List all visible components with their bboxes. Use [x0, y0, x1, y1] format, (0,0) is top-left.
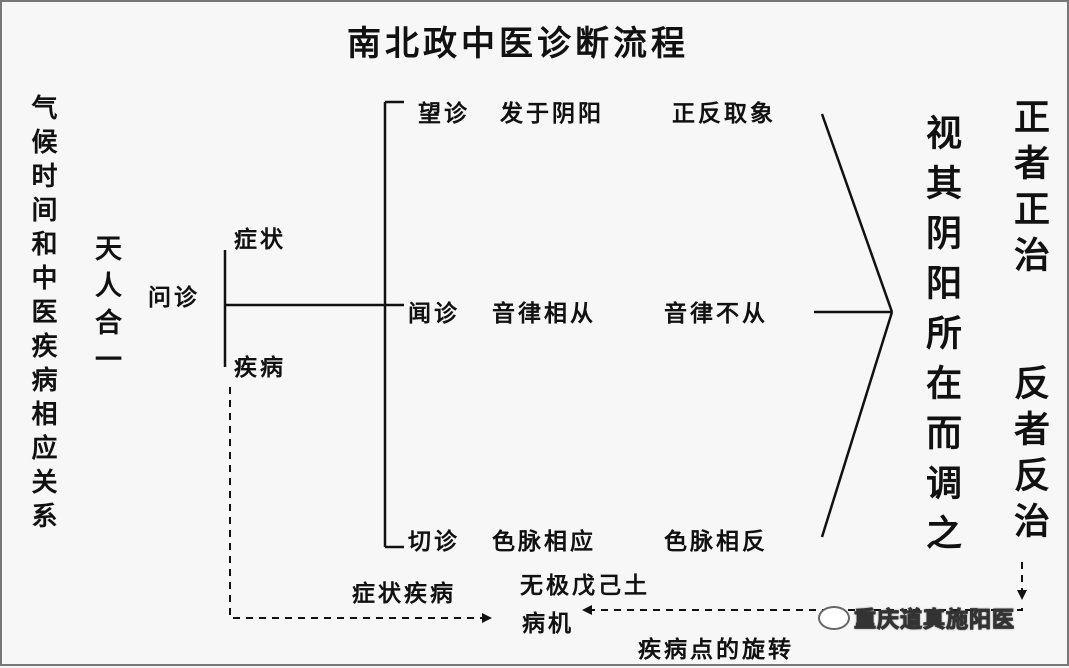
climate-column-label: 气候时间和中医疾病相应关系 — [27, 94, 57, 536]
listening-name: 闻诊 — [408, 301, 460, 327]
palpation-detail-a: 色脉相应 — [492, 529, 596, 555]
diagram-title: 南北政中医诊断流程 — [347, 24, 689, 64]
reverse-treatment-label: 反者反治 — [1008, 364, 1049, 548]
palpation-name: 切诊 — [408, 529, 460, 555]
listening-detail-b: 音律不从 — [664, 301, 768, 327]
disease-rotation-label: 疾病点的旋转 — [638, 637, 794, 663]
palpation-detail-b: 色脉相反 — [664, 529, 768, 555]
watermark-text: 重庆道真施阳医 — [853, 608, 1016, 634]
symptom-label: 症状 — [234, 227, 286, 253]
disease-label: 疾病 — [234, 355, 286, 381]
converge-line-top — [820, 113, 894, 313]
heaven-human-unity-label: 天人合一 — [90, 234, 121, 382]
inspection-detail-b: 正反取象 — [672, 101, 776, 127]
listening-detail-a: 音律相从 — [492, 301, 596, 327]
dashed-arrow-left — [229, 387, 492, 623]
converge-line-bottom — [820, 311, 894, 538]
inquiry-label: 问诊 — [148, 285, 200, 311]
symptoms-diseases-label: 症状疾病 — [352, 581, 456, 607]
pathogenesis-label: 病机 — [522, 611, 574, 637]
inspection-detail-a: 发于阴阳 — [500, 101, 604, 127]
dashed-arrow-right-left — [582, 605, 1023, 615]
wuji-earth-label: 无极戊己土 — [520, 573, 650, 599]
yin-yang-adjust-label: 视其阴阳所在而调之 — [920, 114, 961, 564]
inspection-name: 望诊 — [418, 101, 470, 127]
direct-treatment-label: 正者正治 — [1008, 98, 1049, 282]
wechat-icon — [818, 606, 850, 630]
